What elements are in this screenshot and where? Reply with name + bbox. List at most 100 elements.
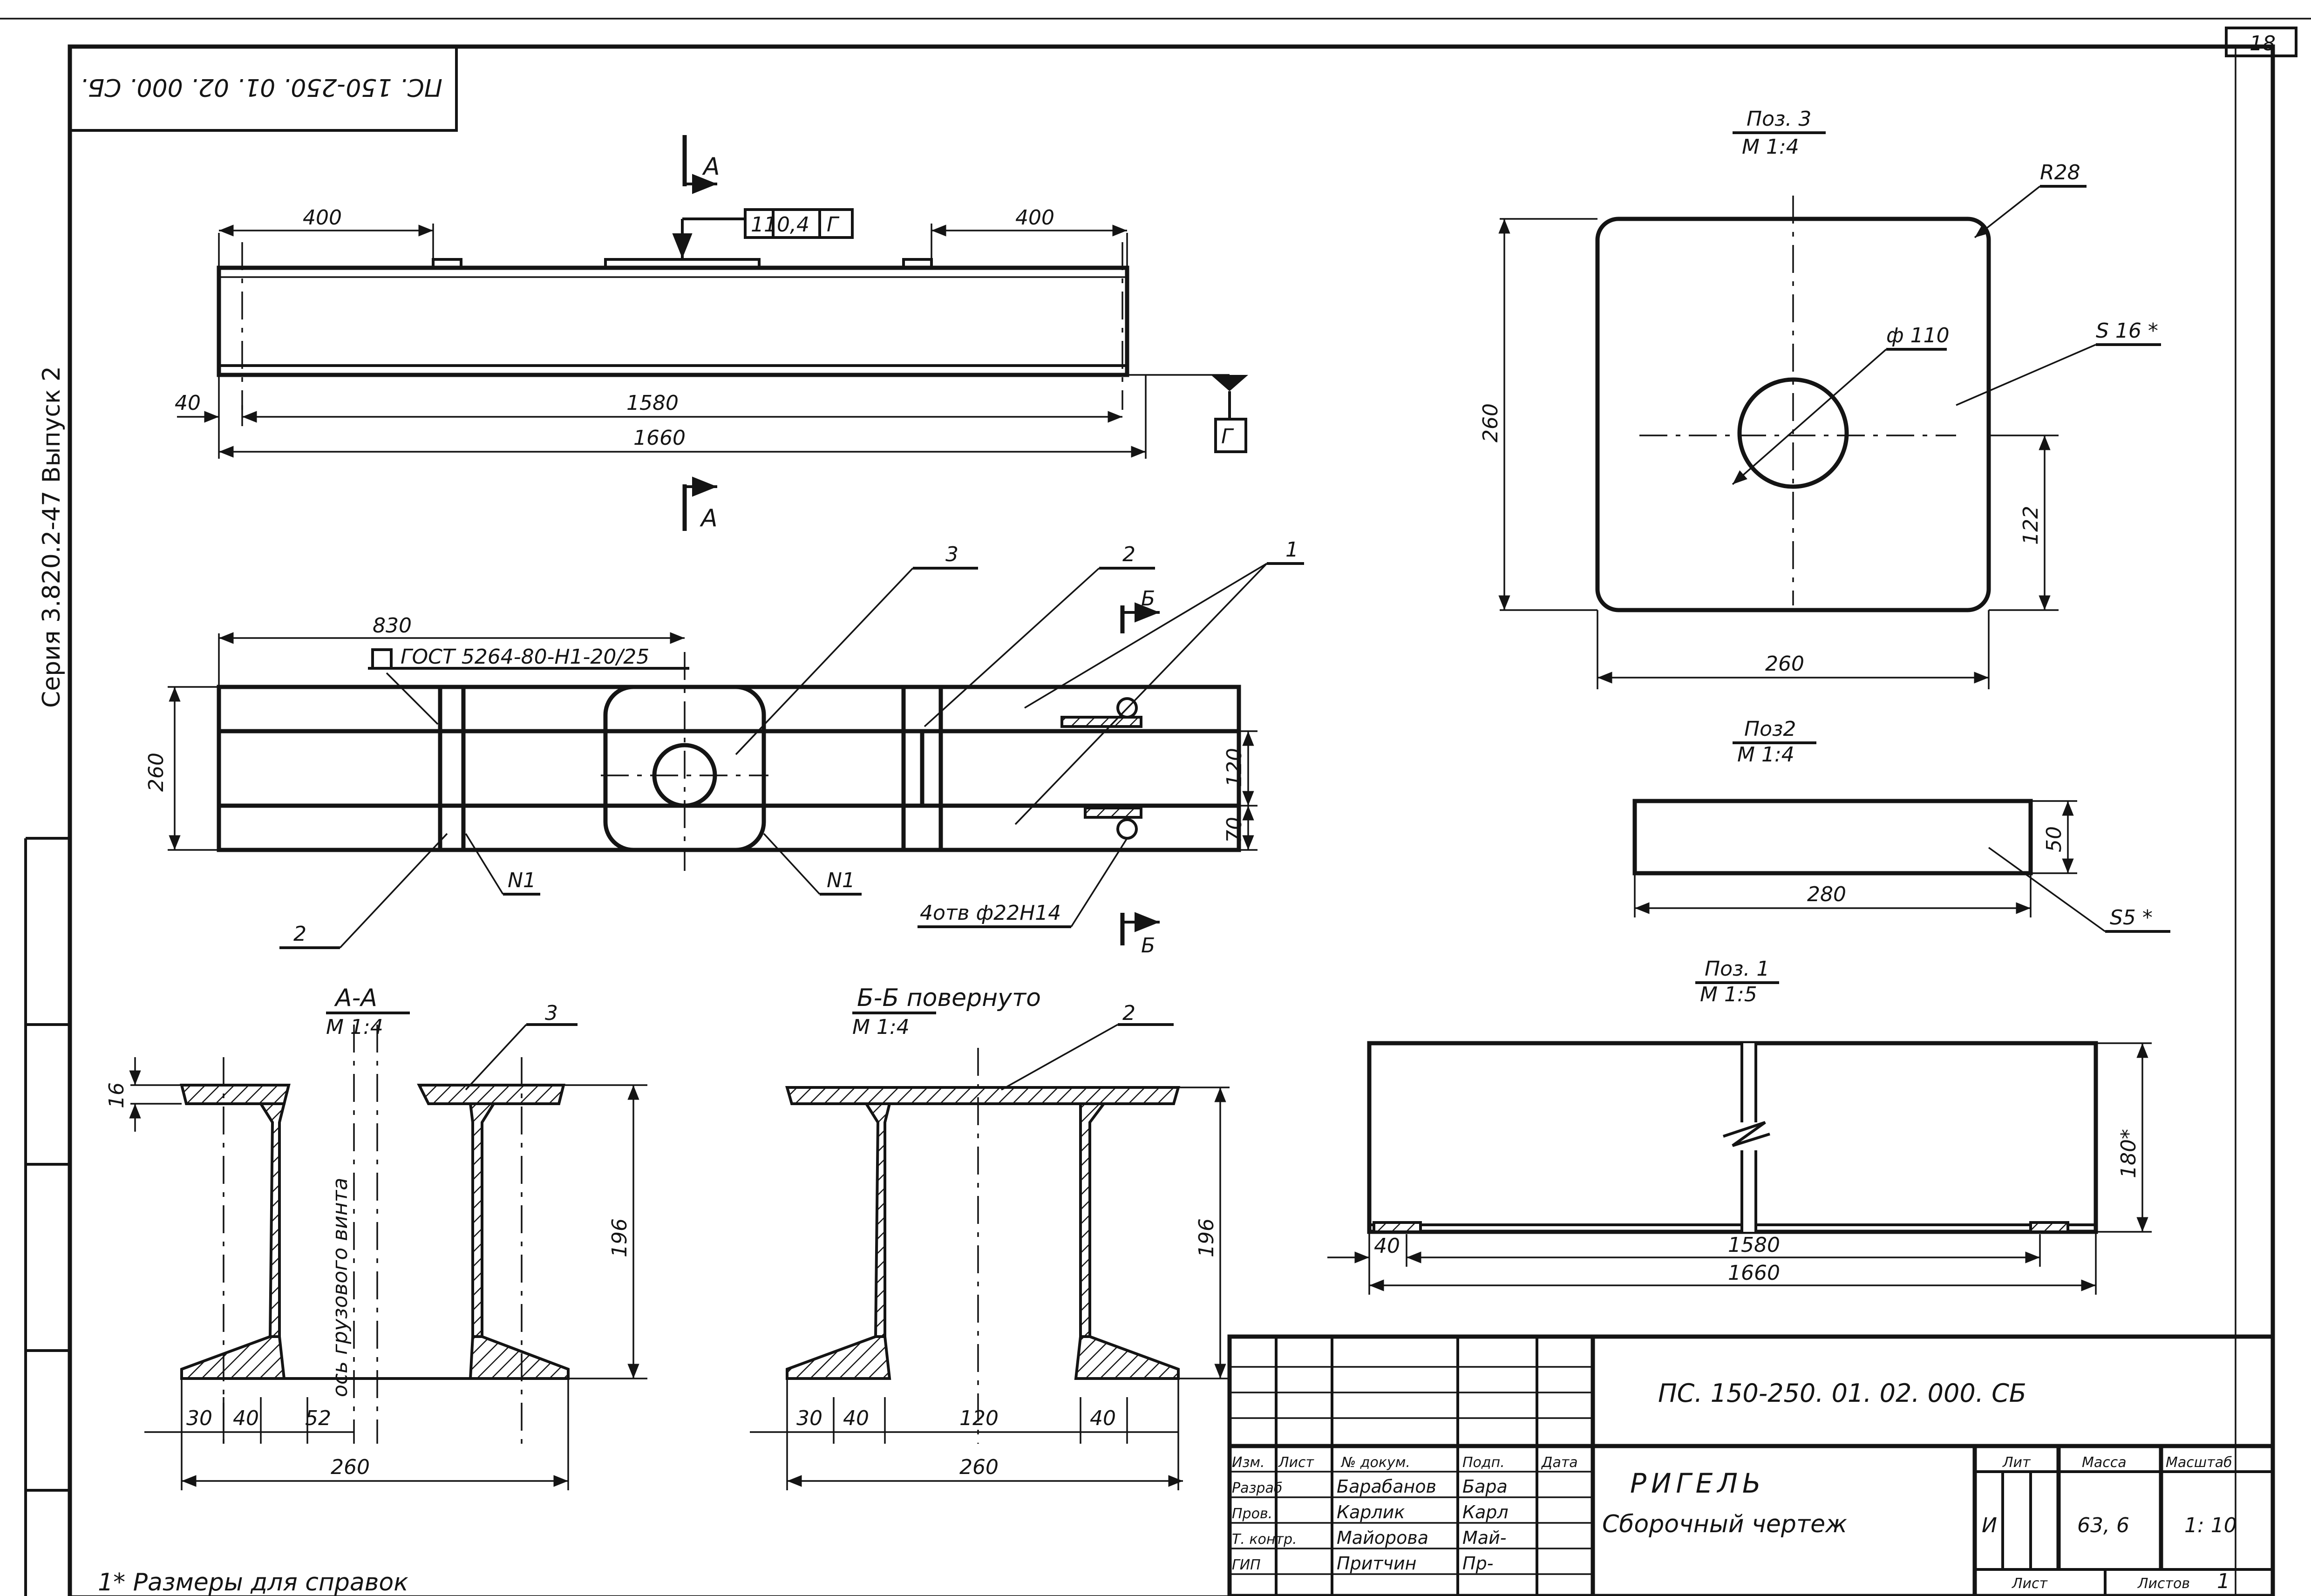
section-mark-a-top: А (702, 153, 720, 181)
gost-label: ГОСТ 5264-80-Н1-20/25 (401, 645, 649, 669)
weld-n1-left: N1 (508, 869, 536, 892)
tolerance-value: 0,4 (777, 213, 809, 237)
pos2-detail: Поз2 М 1:4 50 280 S5 * (1632, 717, 2170, 933)
dim-260-plan: 260 (144, 753, 168, 792)
dim-70-plan: 70 (1223, 817, 1246, 843)
pos3-dim-122: 122 (2019, 506, 2043, 545)
dim-30-bb: 30 (796, 1406, 822, 1430)
sign-tcontrol: Май- (1462, 1528, 1506, 1548)
dim-196-bb: 196 (1195, 1218, 1218, 1257)
pos1-dim-180: 180* (2117, 1129, 2141, 1178)
section-bb-title: Б-Б повернуто (857, 984, 1041, 1012)
dim-52-aa: 52 (305, 1406, 331, 1430)
header-izm: Изм. (1232, 1454, 1265, 1471)
callout-2-plan-top: 2 (1122, 543, 1135, 566)
scale-header: Масштаб (2166, 1454, 2232, 1471)
mass-value: 63, 6 (2077, 1514, 2129, 1537)
name-tcontrol: Майорова (1337, 1528, 1428, 1548)
dim-120-bb: 120 (959, 1406, 999, 1430)
dim-400-left: 400 (303, 206, 342, 230)
dim-1660-top: 1660 (633, 426, 686, 450)
section-mark-b-bottom: Б (1141, 934, 1155, 958)
role-gip: ГИП (1232, 1557, 1261, 1573)
pos3-dim-260-v: 260 (1479, 403, 1502, 442)
section-bb: Б-Б повернуто М 1:4 2 196 30 40 120 40 2… (750, 984, 1230, 1490)
pos1-scale: М 1:5 (1700, 983, 1757, 1006)
section-bb-scale: М 1:4 (852, 1015, 910, 1039)
series-label: Серия 3.820.2-47 Выпуск 2 (38, 366, 66, 708)
tolerance-symbol: 11 (751, 213, 777, 237)
weld-n1-right: N1 (827, 869, 855, 892)
scale-value: 1: 10 (2184, 1514, 2237, 1537)
callout-2-section: 2 (1122, 1001, 1135, 1025)
pos2-dim-50: 50 (2042, 826, 2066, 852)
name-check: Карлик (1337, 1502, 1405, 1522)
pos3-dim-260-h: 260 (1765, 652, 1804, 676)
pos1-dim-1660: 1660 (1728, 1261, 1780, 1285)
pos1-title: Поз. 1 (1705, 957, 1769, 981)
pos2-scale: М 1:4 (1737, 743, 1794, 767)
title-block: Изм. Лист № докум. Подп. Дата Разраб Бар… (1227, 1334, 2275, 1596)
title-subtitle: Сборочный чертеж (1602, 1510, 1847, 1538)
pos1-detail: Поз. 1 М 1:5 180* 40 1580 1660 (1327, 957, 2152, 1295)
dim-196-aa: 196 (608, 1218, 632, 1257)
section-aa-title: А-А (334, 984, 377, 1012)
pos3-scale: М 1:4 (1742, 135, 1799, 159)
datum-g: Г (1221, 425, 1234, 448)
tolerance-datum: Г (827, 213, 840, 237)
pos2-dim-280: 280 (1807, 883, 1846, 906)
dim-260-bb: 260 (959, 1455, 999, 1479)
sign-check: Карл (1462, 1502, 1509, 1522)
sheets-label: Листов (2137, 1576, 2190, 1592)
pos1-dim-40: 40 (1374, 1234, 1400, 1258)
name-dev: Барабанов (1337, 1476, 1436, 1497)
dim-40-bb-right: 40 (1090, 1406, 1116, 1430)
role-dev: Разраб (1232, 1480, 1282, 1496)
role-tcontrol: Т. контр. (1232, 1531, 1297, 1548)
pos3-title: Поз. 3 (1747, 107, 1811, 131)
mass-header: Масса (2082, 1454, 2127, 1471)
pos2-title: Поз2 (1744, 717, 1796, 741)
sheet-label: Лист (2012, 1576, 2048, 1592)
lit-header: Лит (2002, 1454, 2031, 1471)
dim-830: 830 (373, 614, 412, 638)
doc-code-rotated: ПС. 150-250. 01. 02. 000. СБ. (80, 73, 442, 101)
dim-400-right: 400 (1015, 206, 1054, 230)
section-mark-b-top: Б (1141, 587, 1155, 611)
header-sign: Подп. (1462, 1454, 1505, 1471)
callout-1-plan: 1 (1285, 538, 1298, 562)
callout-2-plan-bottom: 2 (293, 922, 306, 946)
sign-gip: Пр- (1462, 1553, 1493, 1574)
callout-3-plan: 3 (945, 543, 958, 566)
holes-label: 4отв ф22Н14 (920, 901, 1061, 925)
pos3-r28: R28 (2040, 161, 2080, 184)
section-aa: А-А М 1:4 ось грузового винта 3 16 196 (105, 984, 647, 1490)
callout-3-section: 3 (545, 1001, 558, 1025)
role-check: Пров. (1232, 1506, 1272, 1522)
dim-16: 16 (105, 1082, 129, 1108)
footnote: 1* Размеры для справок (98, 1569, 408, 1596)
title-doc-code: ПС. 150-250. 01. 02. 000. СБ (1658, 1379, 2026, 1408)
header-date: Дата (1541, 1454, 1578, 1471)
lit-value: И (1982, 1514, 1997, 1537)
sheets-count: 1 (2217, 1569, 2230, 1593)
dim-120-plan: 120 (1223, 748, 1246, 787)
section-mark-a-bottom: А (700, 504, 718, 532)
pos3-detail: Поз. 3 М 1:4 R28 ф 110 S 16 * 260 122 26… (1479, 107, 2161, 689)
dim-30-aa: 30 (186, 1406, 212, 1430)
title-name: РИГЕЛЬ (1630, 1467, 1766, 1499)
dim-260-aa: 260 (331, 1455, 370, 1479)
pos3-diameter: ф 110 (1886, 324, 1950, 347)
pos2-thickness: S5 * (2110, 906, 2153, 930)
view-top: А А 400 400 11 0,4 Г Г 40 1580 (175, 135, 1248, 532)
view-plan: 830 ГОСТ 5264-80-Н1-20/25 260 120 70 3 2… (144, 538, 1304, 958)
pos3-thickness: S 16 * (2096, 319, 2158, 343)
dim-40-bb-left: 40 (843, 1406, 869, 1430)
axis-label: ось грузового винта (328, 1178, 352, 1397)
dim-40-top: 40 (175, 391, 201, 415)
header-doc: № докум. (1340, 1454, 1410, 1471)
sheet-number: 18 (2250, 32, 2276, 55)
name-gip: Притчин (1337, 1553, 1417, 1574)
header-list: Лист (1278, 1454, 1315, 1471)
